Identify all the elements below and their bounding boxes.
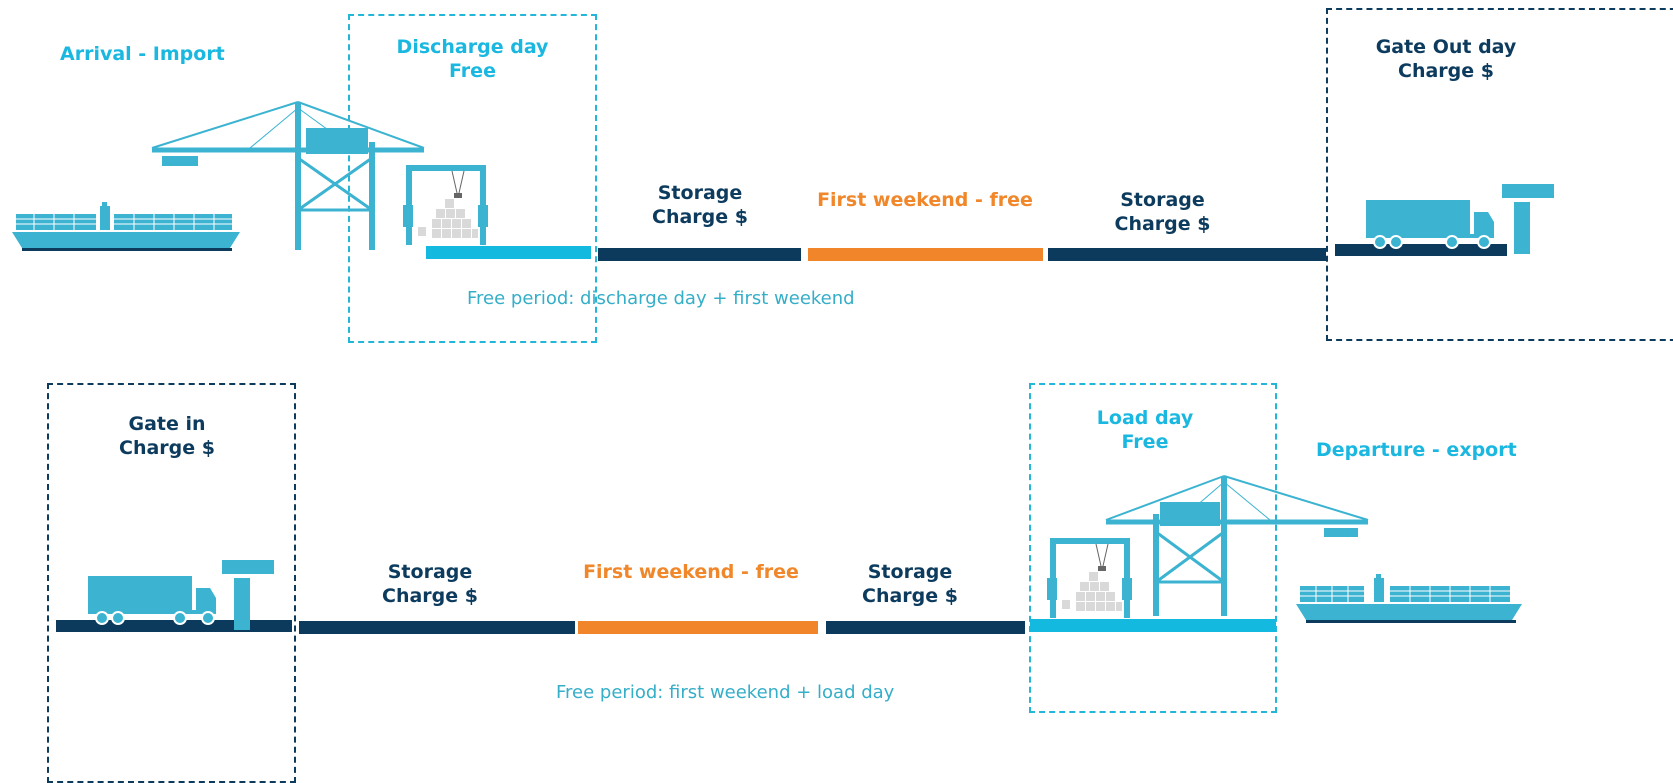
import-weekend-bar bbox=[808, 248, 1043, 261]
load-day-label: Load day Free bbox=[1096, 407, 1194, 453]
import-storage-1-label: Storage Charge $ bbox=[652, 182, 748, 228]
gate-out-day-box bbox=[1326, 8, 1673, 341]
export-load-day-bar bbox=[1030, 619, 1276, 632]
import-free-period-note: Free period: discharge day + first weeke… bbox=[467, 288, 855, 309]
load-day-box bbox=[1029, 383, 1277, 713]
import-discharge-day-bar bbox=[426, 246, 591, 259]
container-ship-icon bbox=[12, 202, 240, 251]
import-storage-2-label: Storage Charge $ bbox=[1114, 189, 1211, 235]
export-storage-1-label: Storage Charge $ bbox=[382, 561, 478, 607]
export-weekend-bar bbox=[578, 621, 818, 634]
export-free-period-note: Free period: first weekend + load day bbox=[556, 682, 895, 703]
departure-export-label: Departure - export bbox=[1316, 439, 1517, 461]
truck-icon bbox=[1366, 184, 1554, 254]
import-weekend-label: First weekend - free bbox=[817, 189, 1033, 211]
truck-icon bbox=[88, 560, 274, 630]
container-ship-icon bbox=[1296, 574, 1522, 623]
export-storage-1-bar bbox=[299, 621, 575, 634]
arrival-import-label: Arrival - Import bbox=[60, 43, 225, 65]
export-weekend-label: First weekend - free bbox=[583, 561, 799, 583]
discharge-day-box bbox=[348, 14, 597, 343]
export-storage-2-bar bbox=[826, 621, 1025, 634]
import-storage-2-bar bbox=[1048, 248, 1326, 261]
discharge-day-label: Discharge day Free bbox=[396, 36, 549, 82]
straddle-carrier-icon bbox=[1047, 538, 1132, 618]
quay-crane-icon bbox=[1105, 475, 1369, 616]
straddle-carrier-icon bbox=[403, 165, 488, 245]
gate-out-day-label: Gate Out day Charge $ bbox=[1375, 36, 1517, 82]
gate-in-label: Gate in Charge $ bbox=[119, 413, 215, 459]
quay-crane-icon bbox=[151, 101, 425, 250]
import-storage-1-bar bbox=[598, 248, 801, 261]
export-storage-2-label: Storage Charge $ bbox=[862, 561, 958, 607]
